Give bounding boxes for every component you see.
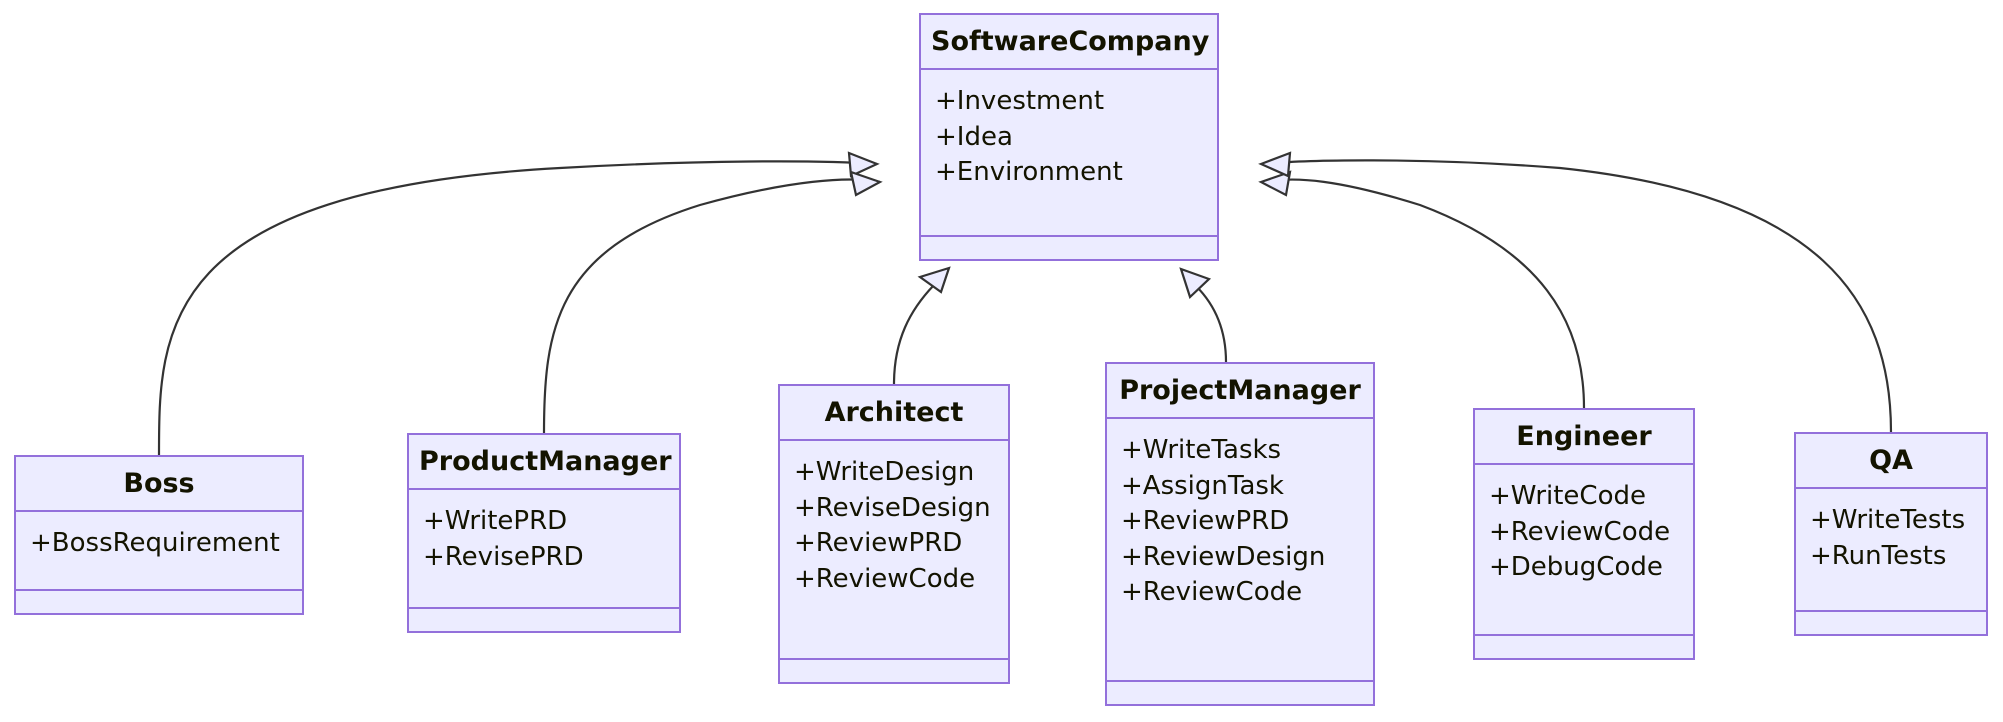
class-attributes-boss: +BossRequirement [16,512,302,591]
inheritance-edge-boss [157,151,880,456]
inheritance-triangle-icon [1258,170,1292,197]
class-attribute: +AssignTask [1121,470,1284,501]
class-attribute: +ReviseDesign [794,492,991,523]
class-name-qa: QA [1796,434,1986,489]
inheritance-triangle-icon [1179,267,1212,300]
class-methods-boss [16,591,302,613]
uml-class-architect[interactable]: Architect +WriteDesign +ReviseDesign +Revie… [778,384,1010,684]
class-attribute: +WritePRD [423,506,568,536]
class-methods-productmanager [409,609,679,631]
class-attribute: +ReviewCode [1489,516,1671,547]
inheritance-edge-projectmanager [1179,267,1228,363]
inheritance-edge-architect [892,266,951,385]
class-attribute: +ReviewCode [794,563,976,594]
class-attribute: +BossRequirement [30,528,280,558]
edge-line [892,284,935,385]
class-attributes-projectmanager: +WriteTasks +AssignTask +ReviewPRD +ReviewD… [1107,419,1373,682]
inheritance-triangle-icon [847,151,880,178]
class-attribute: +Investment [935,86,1105,116]
class-attribute: +ReviewPRD [794,528,963,559]
class-attributes-softwarecompany: +Investment +Idea +Environment [921,70,1217,237]
class-name-architect: Architect [780,386,1008,441]
class-attribute: +WriteTests [1810,505,1966,535]
class-attribute: +WriteTasks [1121,435,1282,465]
edge-line [157,160,878,456]
class-attribute: +RunTests [1810,540,1947,571]
class-methods-projectmanager [1107,682,1373,704]
uml-class-qa[interactable]: QA +WriteTests +RunTests [1794,432,1988,636]
class-name-softwarecompany: SoftwareCompany [921,15,1217,70]
class-attribute: +Idea [935,121,1013,152]
class-attribute: +ReviewCode [1121,577,1303,608]
class-attributes-qa: +WriteTests +RunTests [1796,489,1986,612]
class-name-boss: Boss [16,457,302,512]
class-attribute: +WriteDesign [794,457,975,487]
uml-class-productmanager[interactable]: ProductManager +WritePRD +RevisePRD [407,433,681,633]
class-attributes-engineer: +WriteCode +ReviewCode +DebugCode [1475,465,1693,636]
class-methods-architect [780,660,1008,682]
class-attributes-architect: +WriteDesign +ReviseDesign +ReviewPRD +Revi… [780,441,1008,660]
class-attribute: +DebugCode [1489,552,1663,583]
uml-class-engineer[interactable]: Engineer +WriteCode +ReviewCode +DebugCode [1473,408,1695,660]
class-attribute: +RevisePRD [423,541,584,572]
class-name-engineer: Engineer [1475,410,1693,465]
uml-class-boss[interactable]: Boss +BossRequirement [14,455,304,615]
class-attribute: +ReviewPRD [1121,506,1290,537]
edge-line [1195,285,1228,363]
class-methods-softwarecompany [921,237,1217,259]
class-methods-engineer [1475,636,1693,658]
class-name-productmanager: ProductManager [409,435,679,490]
inheritance-triangle-icon [1258,151,1292,178]
class-attributes-productmanager: +WritePRD +RevisePRD [409,490,679,609]
class-name-projectmanager: ProjectManager [1107,364,1373,419]
inheritance-triangle-icon [917,266,951,294]
class-methods-qa [1796,612,1986,634]
inheritance-triangle-icon [849,170,883,197]
uml-class-softwarecompany[interactable]: SoftwareCompany +Investment +Idea +Environm… [919,13,1219,261]
class-attribute: +WriteCode [1489,481,1646,511]
uml-class-projectmanager[interactable]: ProjectManager +WriteTasks +AssignTask +Rev… [1105,362,1375,706]
class-attribute: +Environment [935,157,1123,188]
class-attribute: +ReviewDesign [1121,541,1326,572]
